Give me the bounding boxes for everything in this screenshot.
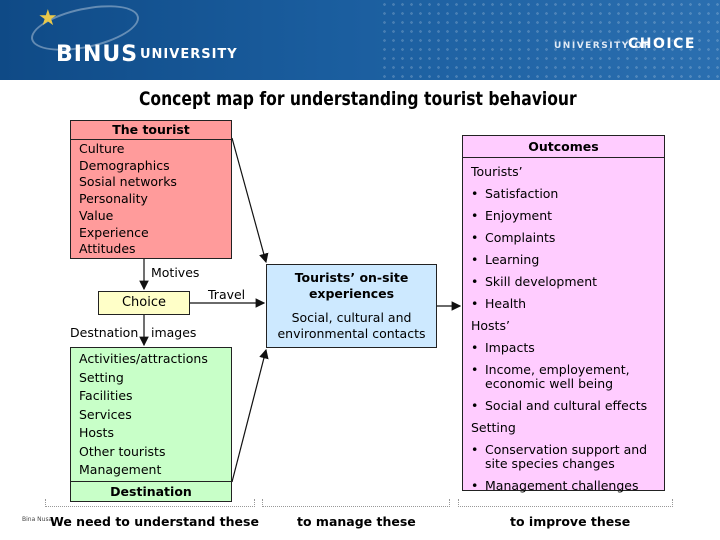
destnation-label: Destnation xyxy=(70,325,139,340)
list-item: Experience xyxy=(79,224,149,240)
list-item: Management challenges xyxy=(471,475,664,497)
footer-col2: to manage these xyxy=(297,514,416,529)
list-item: Sosial networks xyxy=(79,174,177,190)
header-banner: ★ BINUS UNIVERSITY UNIVERSITY OF CHOICE xyxy=(0,0,720,80)
outcomes-heading: Outcomes xyxy=(463,136,664,158)
outcomes-body: Tourists’ Satisfaction Enjoyment Complai… xyxy=(463,158,664,497)
logo-star-icon: ★ xyxy=(38,6,58,31)
images-label: images xyxy=(151,325,197,340)
experiences-box: Tourists’ on-site experiences Social, cu… xyxy=(266,264,437,348)
list-item: Learning xyxy=(471,249,664,271)
destination-heading: Destination xyxy=(71,481,231,501)
outcomes-group-hosts: Hosts’ xyxy=(471,318,510,333)
experiences-heading-line1: Tourists’ on-site xyxy=(294,270,409,285)
footer-bracket xyxy=(45,499,255,507)
list-item: Services xyxy=(79,406,132,422)
list-item: Social and cultural effects xyxy=(471,395,664,417)
page-title: Concept map for understanding tourist be… xyxy=(138,88,577,110)
list-item: Culture xyxy=(79,141,125,156)
tourist-list: Culture Demographics Sosial networks Per… xyxy=(71,140,231,258)
tourist-box: The tourist Culture Demographics Sosial … xyxy=(70,120,232,259)
list-item: Satisfaction xyxy=(471,183,664,205)
travel-label: Travel xyxy=(208,287,246,302)
tagline-word: CHOICE xyxy=(628,36,696,52)
footer-bracket xyxy=(262,499,450,507)
list-item-line2: site species changes xyxy=(485,456,615,471)
destination-list: Activities/attractions Setting Facilitie… xyxy=(71,348,231,480)
list-item: Other tourists xyxy=(79,443,166,459)
banner-dot-pattern xyxy=(380,0,720,80)
footer-small-text: Bina Nusa xyxy=(22,516,53,523)
tourist-heading: The tourist xyxy=(71,121,231,140)
list-item: Demographics xyxy=(79,157,170,173)
footer-col3: to improve these xyxy=(510,514,631,529)
list-item-line1: Conservation support and xyxy=(485,442,648,457)
experiences-heading-line2: experiences xyxy=(308,286,395,301)
list-item: Impacts xyxy=(471,337,664,359)
list-item-line1: Income, employement, xyxy=(485,362,630,377)
list-item: Activities/attractions xyxy=(79,351,208,366)
list-item: Complaints xyxy=(471,227,664,249)
list-item: Attitudes xyxy=(79,241,136,257)
list-item: Skill development xyxy=(471,271,664,293)
list-item: Value xyxy=(79,207,114,223)
list-item: Health xyxy=(471,293,664,315)
experiences-body-line1: Social, cultural and xyxy=(291,310,412,325)
destination-box: Activities/attractions Setting Facilitie… xyxy=(70,347,232,502)
list-item: Personality xyxy=(79,191,148,207)
list-item-line2: economic well being xyxy=(485,376,614,391)
choice-box: Choice xyxy=(98,291,190,315)
list-item: Enjoyment xyxy=(471,205,664,227)
footer-col1: We need to understand these xyxy=(50,514,259,529)
list-item: Facilities xyxy=(79,388,133,403)
arrow-tourist-to-experiences xyxy=(231,137,269,264)
tagline-prefix: UNIVERSITY OF xyxy=(554,41,652,51)
logo-text: BINUS xyxy=(56,42,139,67)
logo-subtext: UNIVERSITY xyxy=(140,47,238,62)
outcomes-group-tourists: Tourists’ xyxy=(471,164,523,179)
outcomes-box: Outcomes Tourists’ Satisfaction Enjoymen… xyxy=(462,135,665,497)
list-item: Income, employement, economic well being xyxy=(471,359,664,395)
footer-bracket xyxy=(458,499,673,507)
motives-label: Motives xyxy=(151,265,200,280)
list-item: Management xyxy=(79,462,162,477)
list-item: Setting xyxy=(79,369,124,385)
experiences-body-line2: environmental contacts xyxy=(277,326,426,341)
outcomes-group-setting: Setting xyxy=(471,420,516,435)
arrow-destination-to-experiences xyxy=(231,348,269,483)
list-item: Hosts xyxy=(79,425,114,440)
list-item: Conservation support and site species ch… xyxy=(471,439,664,475)
